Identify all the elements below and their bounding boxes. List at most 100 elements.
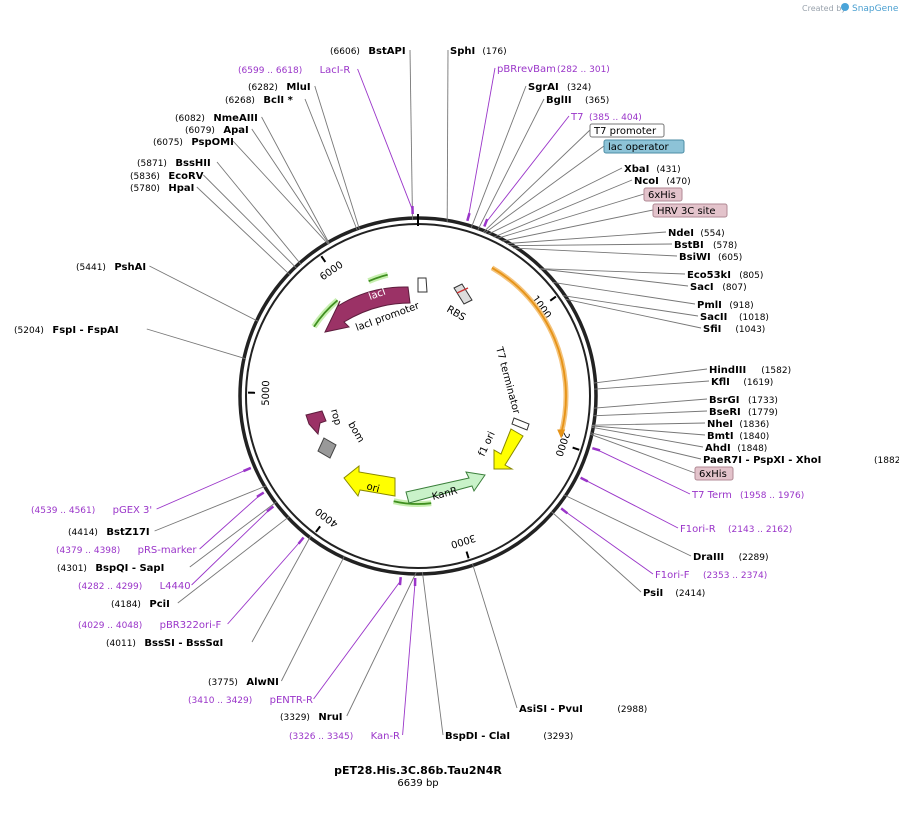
site-label-bspdi-clai[interactable]: BspDI - ClaI(3293)	[445, 731, 573, 742]
site-label-asisi-pvui[interactable]: AsiSI - PvuI(2988)	[519, 704, 647, 715]
plasmid-size: 6639 bp	[397, 778, 438, 789]
site-label-bseri[interactable]: BseRI(1779)	[709, 407, 778, 418]
name-pentr-r: pENTR-R	[270, 695, 313, 706]
primer-mark-pbrrevbam	[466, 212, 471, 222]
site-label-bmti[interactable]: BmtI(1840)	[707, 431, 769, 442]
site-label-sfii[interactable]: SfiI(1043)	[703, 324, 765, 335]
primer-mark-l4440	[266, 505, 275, 513]
site-label-nmeaiii[interactable]: (6082)NmeAIII	[175, 113, 258, 124]
feature-label-t7-promoter[interactable]: T7 promoter	[589, 123, 665, 138]
site-label-hpai[interactable]: (5780)HpaI	[130, 183, 194, 194]
site-label-pcii[interactable]: (4184)PciI	[111, 599, 170, 610]
name-ncoi: NcoI	[634, 176, 659, 187]
name-nhei: NheI	[707, 419, 733, 430]
site-label-bstapi[interactable]: (6606)BstAPI	[330, 46, 406, 57]
primer-label-t7[interactable]: T7(385 .. 404)	[570, 112, 642, 123]
site-label-bsshii[interactable]: (5871)BssHII	[137, 158, 211, 169]
primer-mark-pbr322ori-f	[297, 536, 305, 545]
site-label-sphi[interactable]: SphI(176)	[450, 46, 507, 57]
leader-lac-operator	[484, 145, 605, 234]
primer-label-t7-term[interactable]: T7 Term(1958 .. 1976)	[691, 490, 804, 501]
site-label-mlui[interactable]: (6282)MluI	[248, 82, 311, 93]
feature-label-6xhis[interactable]: 6xHis	[694, 466, 734, 481]
feature-t7-terminator	[511, 417, 530, 431]
coord-psii: (2414)	[675, 589, 705, 599]
leader-sgrai	[470, 85, 527, 229]
site-label-bsssi-bsss-i[interactable]: (4011)BssSI - BssSαI	[106, 638, 223, 649]
name-bspqi-sapi: BspQI - SapI	[95, 563, 164, 574]
site-label-pspomi[interactable]: (6075)PspOMI	[153, 137, 234, 148]
orange-arc	[491, 267, 567, 434]
leader-6xhis	[589, 433, 696, 474]
site-label-xbai[interactable]: XbaI(431)	[624, 164, 681, 175]
primer-label-kan-r[interactable]: (3326 .. 3345)Kan-R	[289, 731, 400, 742]
site-label-bstz17i[interactable]: (4414)BstZ17I	[68, 527, 150, 538]
site-label-hindiii[interactable]: HindIII(1582)	[709, 365, 791, 376]
site-label-bsiwi[interactable]: BsiWI(605)	[679, 252, 742, 263]
site-label-pmli[interactable]: PmlI(918)	[697, 300, 754, 311]
primer-label-f1ori-r[interactable]: F1ori-R(2143 .. 2162)	[680, 524, 792, 535]
site-label-psii[interactable]: PsiI(2414)	[643, 588, 705, 599]
name-bcli: BclI *	[263, 95, 293, 106]
site-label-pshai[interactable]: (5441)PshAI	[76, 262, 146, 273]
site-label-bsrgi[interactable]: BsrGI(1733)	[709, 395, 778, 406]
feature-label-hrv-3c-site[interactable]: HRV 3C site	[652, 203, 728, 218]
feature-label-lac-operator[interactable]: lac operator	[603, 139, 685, 154]
site-label-draiii[interactable]: DraIII (2289)	[693, 552, 769, 563]
primer-label-pentr-r[interactable]: (3410 .. 3429)pENTR-R	[188, 695, 313, 706]
coord-sfii: (1043)	[735, 325, 765, 335]
site-label-kfli[interactable]: KflI(1619)	[711, 377, 773, 388]
site-label-apai[interactable]: (6079)ApaI	[185, 125, 249, 136]
primer-label-pgex-3[interactable]: (4539 .. 4561)pGEX 3'	[31, 505, 152, 516]
site-label-ndei[interactable]: NdeI(554)	[668, 228, 725, 239]
site-label-ecorv[interactable]: (5836)EcoRV	[130, 171, 204, 182]
feature-label-6xhis[interactable]: 6xHis	[643, 187, 683, 202]
feature-f1-ori	[493, 428, 524, 470]
site-label-bstbi[interactable]: BstBI(578)	[674, 240, 737, 251]
leader-pcii	[177, 515, 290, 604]
site-label-bcli[interactable]: (6268)BclI *	[225, 95, 294, 106]
snapgene-logo[interactable]: SnapGene	[841, 3, 899, 14]
site-label-paer7i-pspxi-xhoi[interactable]: PaeR7I - PspXI - XhoI(1882)	[703, 455, 899, 466]
name-hpai: HpaI	[168, 183, 194, 194]
coord-nhei: (1836)	[739, 420, 769, 430]
site-label-nhei[interactable]: NheI (1836)	[707, 419, 769, 430]
site-label-sacii[interactable]: SacII(1018)	[700, 312, 769, 323]
primer-label-pbrrevbam[interactable]: pBRrevBam(282 .. 301)	[497, 64, 610, 75]
leader-nrui	[346, 571, 417, 717]
primer-label-f1ori-f[interactable]: F1ori-F(2353 .. 2374)	[655, 570, 767, 581]
site-label-eco53ki[interactable]: Eco53kI(805)	[687, 270, 763, 281]
leader-ecorv	[203, 174, 298, 269]
leader-hpai	[196, 186, 291, 276]
name-pbrrevbam: pBRrevBam	[497, 64, 556, 75]
site-label-bspqi-sapi[interactable]: (4301)BspQI - SapI	[57, 563, 164, 574]
primer-label-laci-r[interactable]: (6599 .. 6618)LacI-R	[238, 65, 350, 76]
tick-label-6000: 6000	[318, 260, 345, 284]
leader-pbrrevbam	[467, 67, 496, 218]
leader-bstz17i	[154, 485, 267, 532]
coord-alwni: (3775)	[208, 678, 238, 688]
feature-box-6xhis	[694, 466, 734, 481]
leader-bcli	[304, 98, 358, 231]
primer-label-l4440[interactable]: (4282 .. 4299)L4440	[78, 581, 191, 592]
primer-label-prs-marker[interactable]: (4379 .. 4398)pRS-marker	[56, 545, 197, 556]
site-label-sgrai[interactable]: SgrAI(324)	[528, 82, 591, 93]
site-label-ncoi[interactable]: NcoI(470)	[634, 176, 691, 187]
coord-draiii: (2289)	[739, 553, 769, 563]
leader-l4440	[191, 508, 271, 586]
credit-prefix: Created by	[802, 4, 846, 13]
site-label-nrui[interactable]: (3329)NruI	[280, 712, 343, 723]
name-draiii: DraIII	[693, 552, 724, 563]
feature-ori	[343, 464, 396, 498]
leader-f1ori-r	[583, 479, 679, 529]
site-label-alwni[interactable]: (3775)AlwNI	[208, 677, 279, 688]
leader-pspomi	[232, 140, 329, 245]
name-fspi-fspai: FspI - FspAI	[52, 325, 118, 336]
site-label-fspi-fspai[interactable]: (5204)FspI - FspAI	[14, 325, 119, 336]
site-label-saci[interactable]: SacI(807)	[690, 282, 747, 293]
site-label-ahdi[interactable]: AhdI(1848)	[705, 443, 767, 454]
green-arc-bottom	[393, 500, 432, 505]
site-label-bglii[interactable]: BglII(365)	[546, 95, 609, 106]
leader-asisi-pvui	[471, 563, 518, 709]
primer-label-pbr322ori-f[interactable]: (4029 .. 4048)pBR322ori-F	[78, 620, 221, 631]
